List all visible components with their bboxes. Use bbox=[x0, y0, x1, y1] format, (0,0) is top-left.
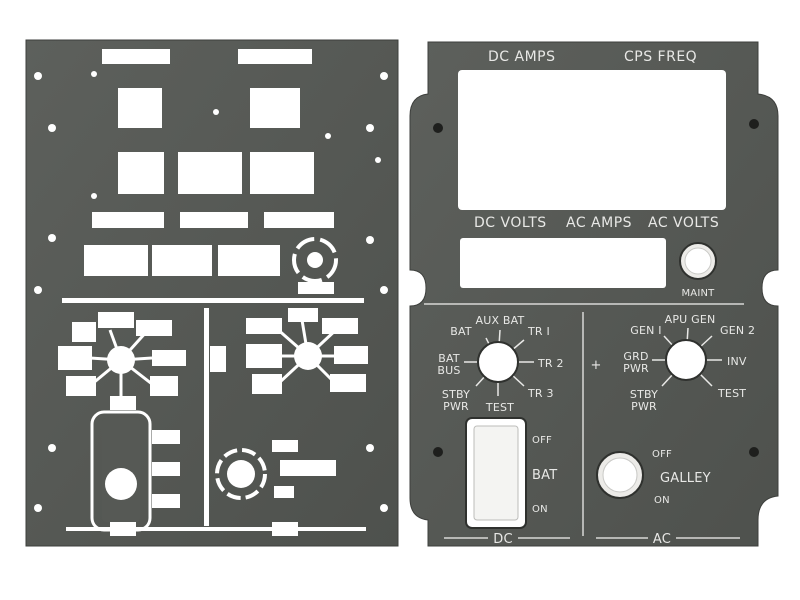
ac-pos-inv: INV bbox=[727, 355, 747, 368]
ac-volts-label: AC VOLTS bbox=[648, 215, 719, 231]
ac-pos-apu-gen: APU GEN bbox=[665, 313, 716, 326]
maint-button-cap[interactable] bbox=[684, 247, 712, 275]
cutout-divider bbox=[204, 308, 209, 526]
display-window bbox=[460, 238, 666, 288]
ac-section-label: AC bbox=[653, 532, 671, 547]
cps-freq-label: CPS FREQ bbox=[624, 49, 697, 65]
ac-pos-stby-pwr-2: PWR bbox=[631, 400, 657, 413]
cutout-slot bbox=[238, 49, 312, 64]
ac-meter-selector[interactable] bbox=[652, 327, 722, 387]
cutout-window bbox=[250, 152, 314, 194]
galley-off-label: OFF bbox=[652, 449, 672, 460]
dc-pos-bat-bus-2: BUS bbox=[437, 364, 460, 377]
dc-amps-label: DC AMPS bbox=[488, 49, 556, 65]
bat-label: BAT bbox=[532, 468, 557, 483]
ac-pos-gen2: GEN 2 bbox=[720, 324, 755, 337]
blank-cutout-plate bbox=[25, 39, 399, 547]
cutout-window bbox=[218, 245, 280, 276]
cutout-slot bbox=[102, 49, 170, 64]
dc-pos-tr3: TR 3 bbox=[527, 387, 554, 400]
cutout-window bbox=[178, 152, 242, 194]
cutout-window bbox=[250, 88, 300, 128]
dc-meter-selector[interactable] bbox=[464, 329, 534, 396]
bat-off-label: OFF bbox=[532, 435, 552, 446]
dc-pos-tr1: TR I bbox=[527, 325, 550, 338]
ac-pos-gen1: GEN I bbox=[630, 324, 661, 337]
mounting-holes bbox=[34, 71, 388, 512]
galley-cutout bbox=[215, 440, 336, 500]
switch-guard-cutout bbox=[90, 410, 180, 532]
ac-selector-knob[interactable] bbox=[665, 339, 707, 381]
dc-pos-bat: BAT bbox=[450, 325, 472, 338]
cutout-window bbox=[118, 152, 164, 194]
cutout-slot bbox=[92, 212, 164, 228]
ac-plus-mark: + bbox=[590, 358, 601, 373]
ac-pos-grd-pwr-1: GRD bbox=[623, 350, 648, 363]
cutout-window bbox=[118, 88, 162, 128]
dc-pos-bat-bus-1: BAT bbox=[438, 352, 460, 365]
galley-switch-cap[interactable] bbox=[602, 457, 638, 493]
dc-pos-test: TEST bbox=[485, 401, 514, 414]
cutout-slot bbox=[180, 212, 248, 228]
cutout-divider bbox=[62, 298, 364, 303]
dc-volts-label: DC VOLTS bbox=[474, 215, 547, 231]
ac-pos-test: TEST bbox=[717, 387, 746, 400]
dc-section-label: DC bbox=[493, 532, 513, 547]
round-cutout-center bbox=[307, 252, 323, 268]
round-cutout bbox=[292, 237, 338, 283]
cutout-slot bbox=[272, 522, 298, 536]
dc-selector-knob[interactable] bbox=[477, 341, 519, 383]
electrical-control-panel: DC AMPS CPS FREQ DC VOLTS AC AMPS AC VOL… bbox=[409, 41, 779, 547]
bat-on-label: ON bbox=[532, 504, 548, 515]
dc-pos-stby-pwr-1: STBY bbox=[442, 388, 470, 401]
mounting-holes bbox=[433, 119, 759, 457]
ac-amps-label: AC AMPS bbox=[566, 215, 632, 231]
meter-window bbox=[458, 70, 726, 210]
cutout-divider bbox=[66, 527, 366, 531]
rotary-cutout-right bbox=[210, 308, 368, 394]
cutout-slot bbox=[298, 282, 334, 294]
rotary-cutout-left bbox=[58, 312, 186, 410]
cutout-slot bbox=[264, 212, 334, 228]
cutout-window bbox=[152, 245, 212, 276]
galley-on-label: ON bbox=[654, 495, 670, 506]
cutout-window bbox=[84, 245, 148, 276]
maint-label: MAINT bbox=[681, 288, 715, 299]
dc-pos-aux-bat: AUX BAT bbox=[476, 314, 525, 327]
dc-pos-tr2: TR 2 bbox=[537, 357, 564, 370]
ac-pos-grd-pwr-2: PWR bbox=[623, 362, 649, 375]
bat-switch-guard-inner[interactable] bbox=[473, 425, 519, 521]
dc-pos-stby-pwr-2: PWR bbox=[443, 400, 469, 413]
ac-pos-stby-pwr-1: STBY bbox=[630, 388, 658, 401]
galley-label: GALLEY bbox=[660, 471, 711, 486]
